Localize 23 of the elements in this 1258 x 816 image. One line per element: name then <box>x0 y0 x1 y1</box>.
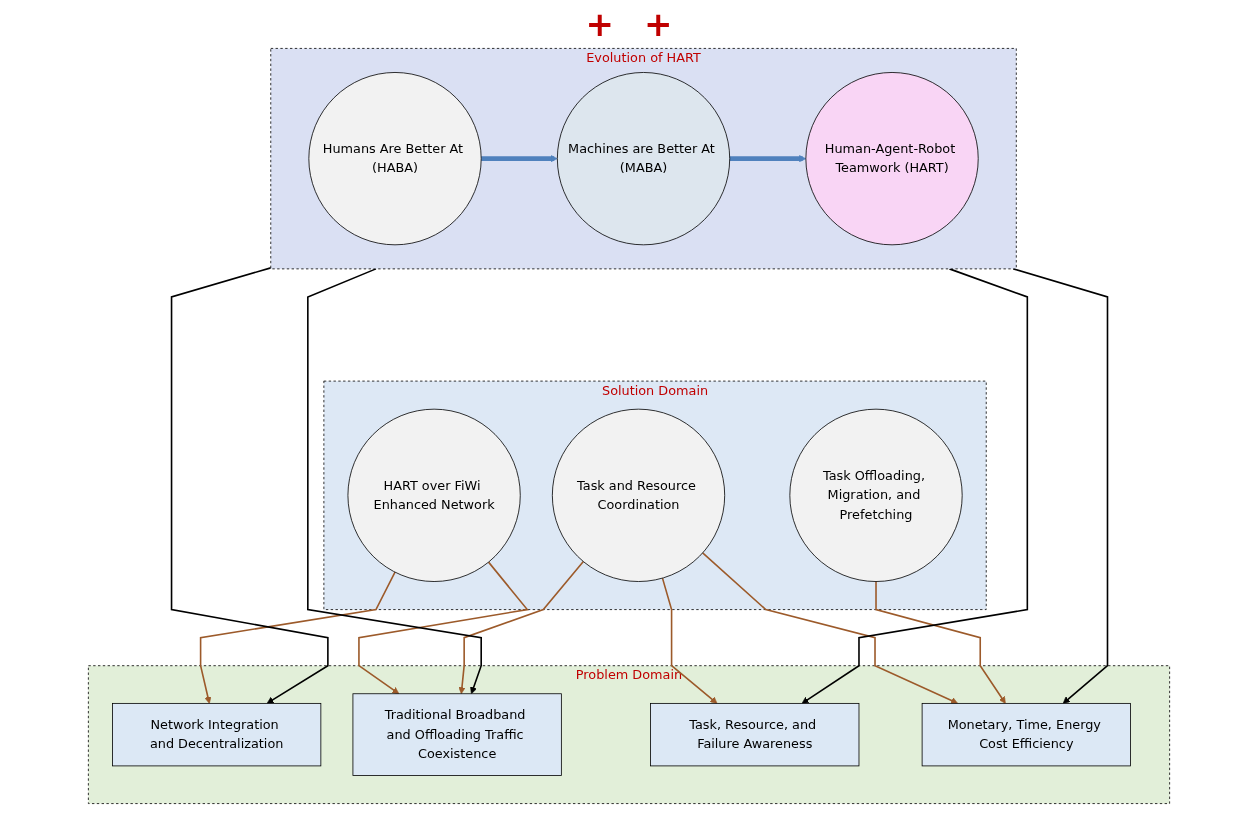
node-circle: Human-Agent-Robot Teamwork (HART) <box>805 72 979 246</box>
node-circle: HART over FiWi Enhanced Network <box>347 408 521 582</box>
arrow <box>701 552 959 704</box>
arrow <box>801 268 1029 704</box>
arrow <box>458 560 585 695</box>
arrow <box>307 268 482 695</box>
arrow <box>170 267 329 704</box>
node-box: Monetary, Time, Energy Cost Efficiency <box>921 703 1131 767</box>
node-circle: Task and Resource Coordination <box>551 408 726 582</box>
node-box: Traditional Broadband and Offloading Traffic Coexistence <box>352 693 562 776</box>
arrow <box>358 561 529 695</box>
node-box: Network Integration and Decentralization <box>112 703 322 767</box>
arrow <box>875 580 1006 704</box>
node-circle: Machines are Better At (MABA) <box>556 72 731 246</box>
arrow <box>481 155 558 163</box>
arrow <box>661 577 718 704</box>
node-circle: Task Offloading, Migration, and Prefetching <box>789 408 963 582</box>
node-box: Task, Resource, and Failure Awareness <box>650 703 860 767</box>
plus-sign: + <box>644 6 673 42</box>
node-circle: Humans Are Better At (HABA) <box>308 72 482 246</box>
arrow <box>729 155 807 163</box>
arrow <box>199 571 396 704</box>
plus-sign: + <box>585 6 614 42</box>
